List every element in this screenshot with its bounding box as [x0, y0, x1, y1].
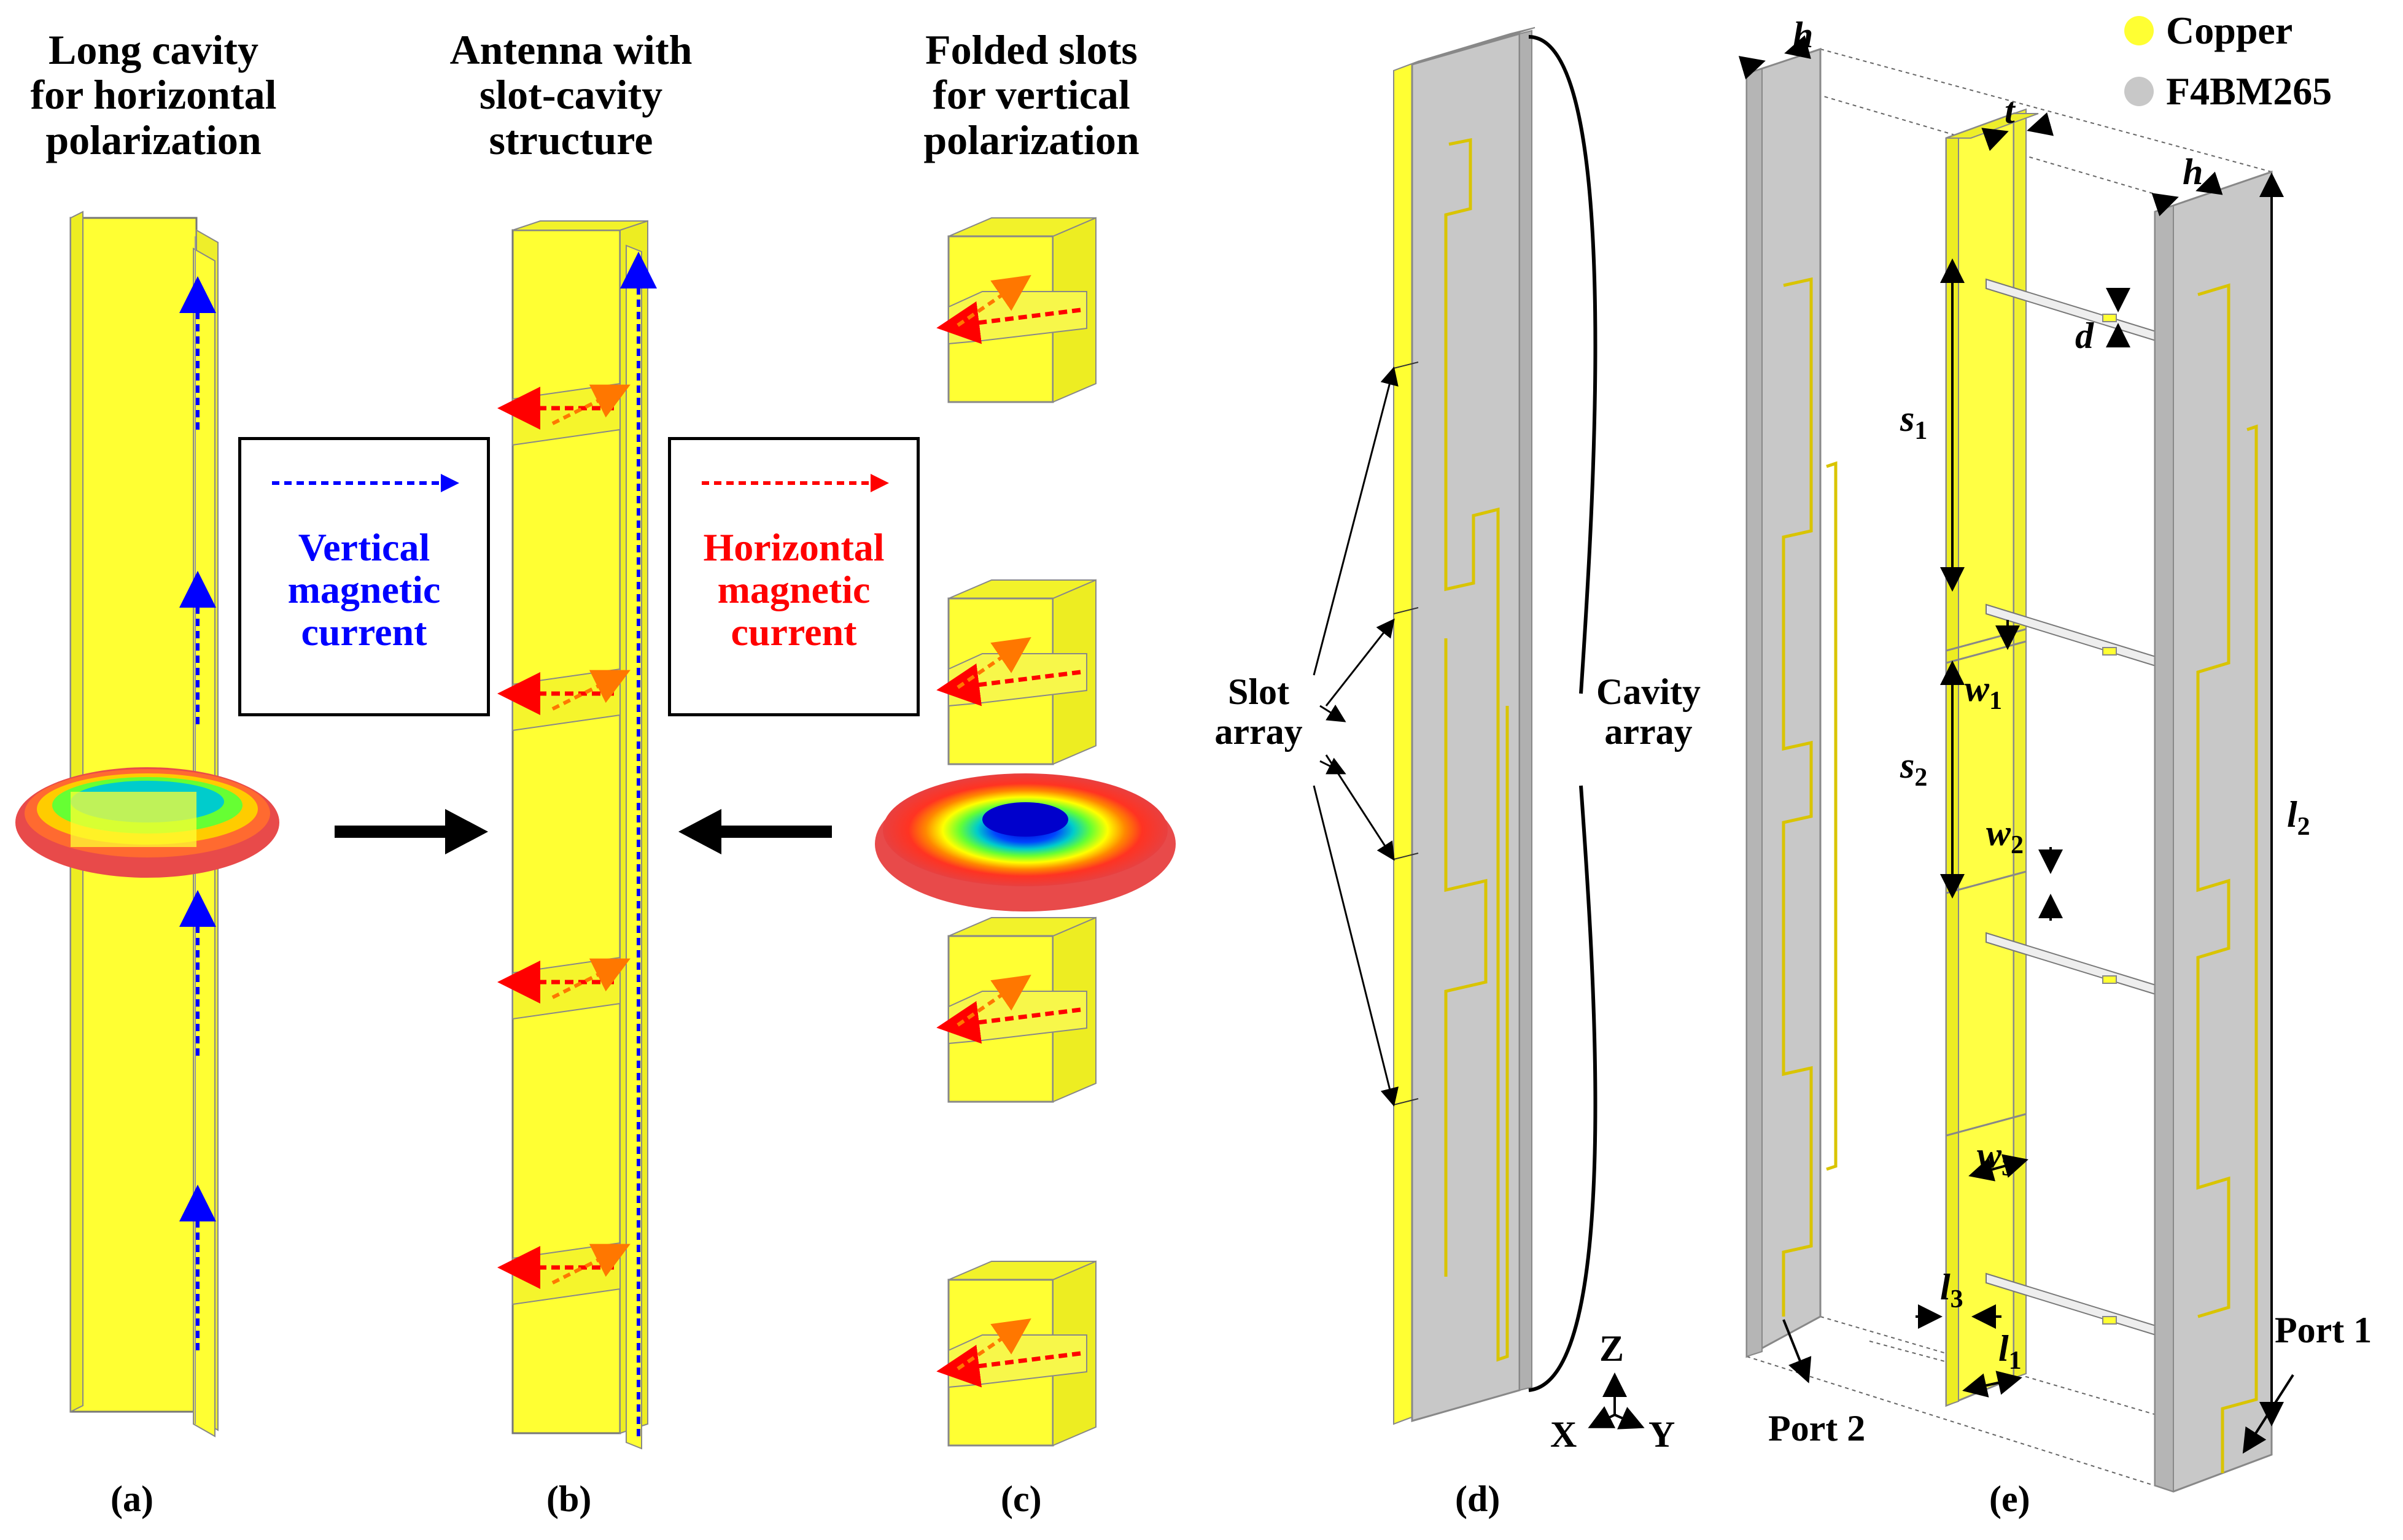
- dim-s1-symbol: s: [1900, 398, 1915, 439]
- post-copper-rings: [2102, 314, 2117, 1325]
- vertical-current-line: Vertical: [298, 525, 430, 569]
- slot-array-label: Slot array: [1191, 672, 1326, 752]
- panel-b-title: Antenna with slot-cavity structure: [424, 26, 718, 163]
- dim-l2-symbol: l: [2287, 794, 2297, 835]
- port-2-label: Port 2: [1768, 1408, 1866, 1449]
- axis-x-label: X: [1550, 1414, 1577, 1455]
- dim-w2-subscript: 2: [2011, 831, 2024, 859]
- dimension-lines: [1738, 35, 2294, 1454]
- dim-w3: w3: [1977, 1136, 2014, 1182]
- slot-elements-b: [497, 382, 631, 1306]
- port-1-label: Port 1: [2275, 1310, 2372, 1350]
- panel-c-caption: (c): [1001, 1479, 1042, 1519]
- dim-t: t: [2005, 90, 2015, 131]
- axis-y-label: Y: [1648, 1414, 1675, 1455]
- dim-s2-symbol: s: [1900, 745, 1915, 786]
- axis-z-label: Z: [1599, 1328, 1625, 1369]
- vertical-current-label: Vertical magnetic current: [241, 526, 487, 653]
- dim-l3-symbol: l: [1940, 1267, 1951, 1307]
- folded-slot-cube: [936, 1260, 1097, 1447]
- panel-a-title-line: for horizontal: [30, 71, 277, 118]
- dim-w1: w1: [1965, 669, 2002, 715]
- folded-slot-cube: [936, 217, 1097, 403]
- panel-a-title-line: polarization: [45, 116, 262, 163]
- cavity-array-line: array: [1604, 711, 1693, 752]
- panel-c-title: Folded slots for vertical polarization: [884, 26, 1179, 163]
- coordinate-axes: [1588, 1372, 1645, 1430]
- substrate-swatch: [2124, 76, 2154, 106]
- panel-e-caption: (e): [1989, 1479, 2030, 1519]
- dim-h-left: h: [1793, 15, 1814, 55]
- vertical-current-line: current: [301, 610, 427, 654]
- dim-l3: l3: [1940, 1267, 1963, 1314]
- dim-w3-symbol: w: [1977, 1135, 2002, 1175]
- legend-item-copper: Copper: [2124, 9, 2332, 52]
- panel-b-caption: (b): [546, 1479, 592, 1519]
- legend: Copper F4BM265: [2124, 9, 2332, 112]
- panel-a-title: Long cavity for horizontal polarization: [18, 26, 289, 163]
- horizontal-current-line: Horizontal: [703, 525, 885, 569]
- feed-line-left: [1782, 277, 1813, 1317]
- feed-line-d: [1444, 137, 1509, 1362]
- transform-arrow-right: [335, 809, 488, 854]
- folded-slot-cube: [936, 579, 1097, 765]
- dim-w2-symbol: w: [1986, 813, 2011, 853]
- vertical-current-box: Vertical magnetic current: [238, 437, 490, 716]
- horizontal-current-label: Horizontal magnetic current: [671, 526, 917, 653]
- panel-d-caption: (d): [1455, 1479, 1500, 1519]
- horizontal-current-line: magnetic: [717, 568, 871, 612]
- horizontal-current-line: current: [731, 610, 857, 654]
- radiation-pattern-a: [15, 767, 279, 878]
- slot-array-line: array: [1214, 711, 1303, 752]
- panel-c-title-line: Folded slots: [925, 26, 1138, 73]
- dim-s1-subscript: 1: [1914, 417, 1928, 445]
- dim-d: d: [2075, 315, 2094, 356]
- dim-l2-subscript: 2: [2297, 813, 2310, 841]
- transform-arrow-left: [678, 809, 832, 854]
- slot-array-pointers: [1313, 366, 1399, 1107]
- assembled-antenna-model: [1393, 27, 1535, 1425]
- panel-a-caption: (a): [111, 1479, 153, 1519]
- cavity-posts: [1986, 278, 2186, 1345]
- legend-label-substrate: F4BM265: [2166, 69, 2332, 114]
- dim-w3-subscript: 3: [2001, 1153, 2015, 1182]
- panel-b-title-line: Antenna with: [449, 26, 693, 73]
- dim-l1: l1: [1998, 1329, 2022, 1375]
- panel-b-title-line: structure: [489, 116, 653, 163]
- dim-w2: w2: [1986, 813, 2024, 859]
- dim-l2: l2: [2287, 795, 2310, 841]
- dim-l1-symbol: l: [1998, 1328, 2009, 1369]
- radiation-pattern-c: [875, 773, 1176, 911]
- cavity-array-line: Cavity: [1596, 671, 1701, 712]
- folded-slot-cubes: [936, 217, 1097, 1447]
- slot-cavity-antenna-model: [497, 220, 657, 1450]
- dim-l3-subscript: 3: [1950, 1285, 1963, 1314]
- cavity-array-label: Cavity array: [1575, 672, 1722, 752]
- legend-item-substrate: F4BM265: [2124, 70, 2332, 112]
- horizontal-current-box: Horizontal magnetic current: [668, 437, 920, 716]
- dim-h-right: h: [2183, 152, 2203, 192]
- slot-array-line: Slot: [1227, 671, 1290, 712]
- horizontal-current-legend-arrow: [702, 474, 889, 492]
- folded-slot-cube: [936, 916, 1097, 1103]
- vertical-current-legend-arrow: [272, 474, 459, 492]
- panel-c-title-line: for vertical: [933, 71, 1130, 118]
- panel-c-title-line: polarization: [923, 116, 1139, 163]
- cavity-array-bracket: [1528, 35, 1597, 1392]
- feed-line-right: [2196, 283, 2230, 1318]
- copper-swatch: [2124, 15, 2154, 45]
- dim-w1-subscript: 1: [1989, 687, 2003, 715]
- dim-l1-subscript: 1: [2008, 1347, 2022, 1375]
- panel-b-title-line: slot-cavity: [479, 71, 663, 118]
- panel-a-title-line: Long cavity: [49, 26, 258, 73]
- dim-w1-symbol: w: [1965, 668, 1990, 709]
- dim-s1: s1: [1900, 399, 1927, 445]
- legend-label-copper: Copper: [2166, 9, 2293, 52]
- dim-s2-subscript: 2: [1914, 764, 1928, 792]
- dim-s2: s2: [1900, 746, 1927, 792]
- vertical-current-line: magnetic: [287, 568, 441, 612]
- exploded-antenna-view: [1738, 35, 2294, 1493]
